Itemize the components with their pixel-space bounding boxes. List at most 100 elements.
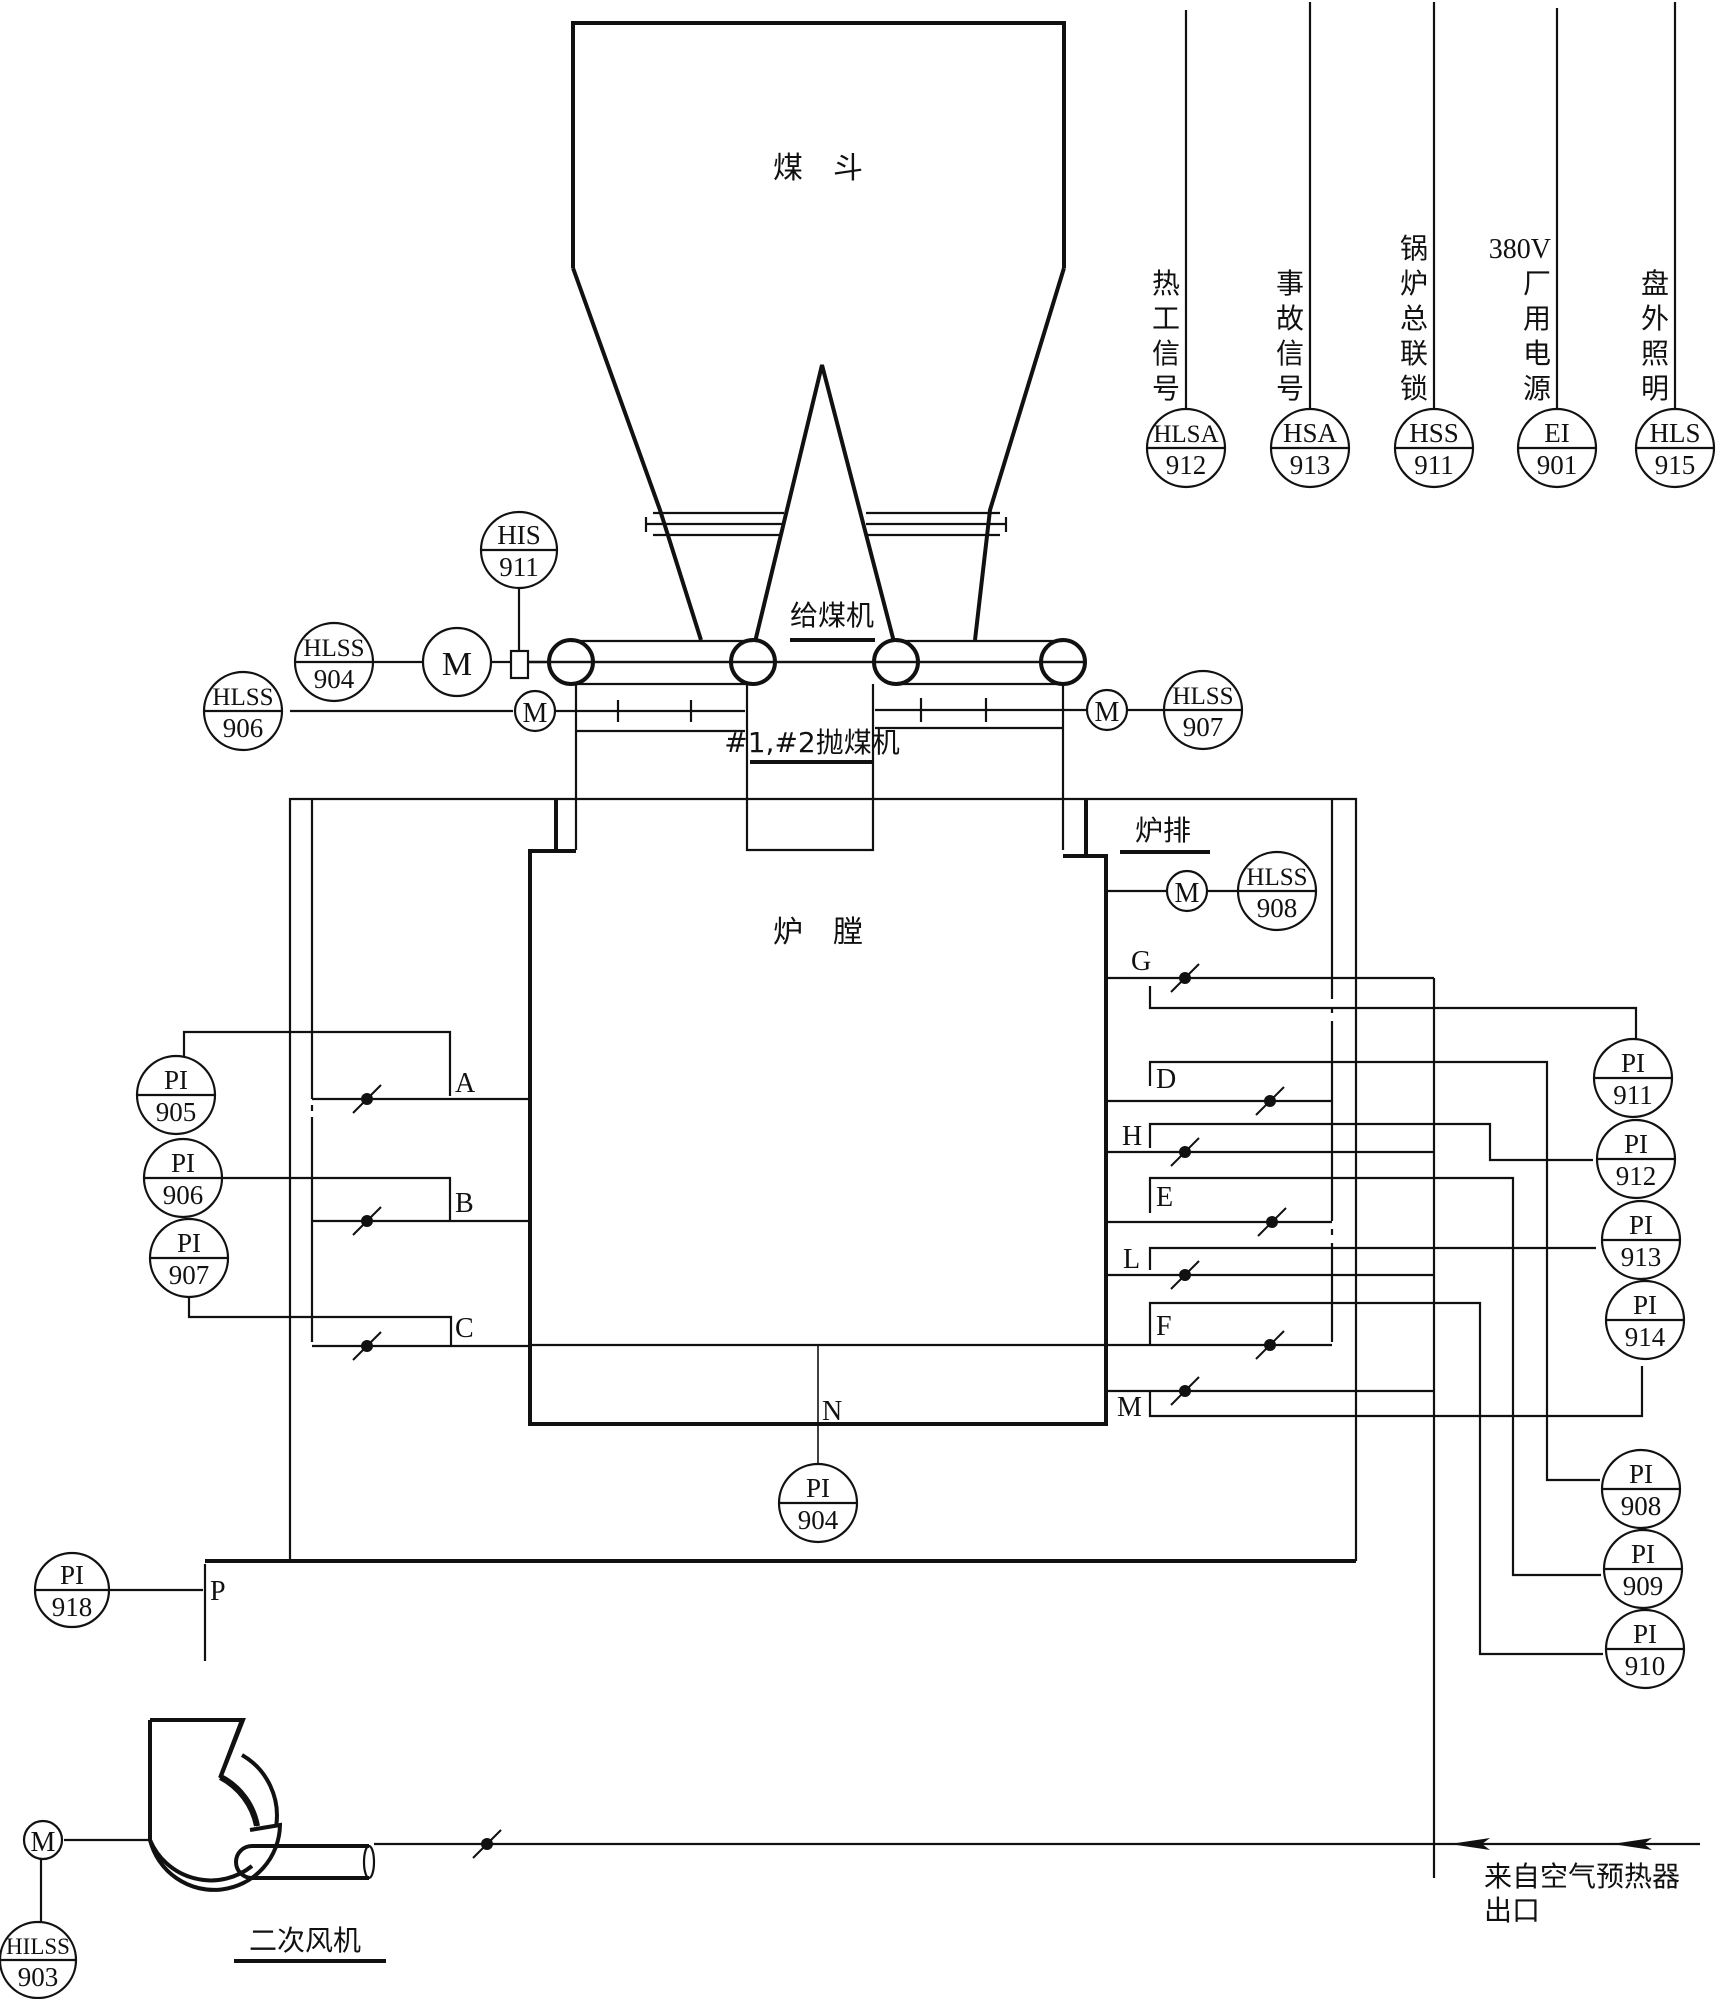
instrument-number: 918: [52, 1592, 93, 1622]
instrument-number: 911: [1414, 450, 1454, 480]
instrument-code: PI: [177, 1228, 201, 1258]
air-source-label-2: 出口: [1484, 1894, 1540, 1927]
signal-label-char: 总: [1400, 302, 1428, 335]
point-h: H: [1122, 1121, 1142, 1152]
instrument-number: 911: [1613, 1080, 1653, 1110]
secondary-fan-label: 二次风机: [249, 1924, 361, 1957]
motor-label: M: [31, 1827, 56, 1858]
instruments: HIS911HLSS904HLSS906HLSS907HLSS908HILSS9…: [0, 510, 1686, 1999]
instrument-code: HLSA: [1153, 421, 1218, 448]
damper-valve-icon[interactable]: [1170, 1376, 1200, 1406]
grate-label: 炉排: [1135, 814, 1191, 847]
instrument-number: 915: [1655, 450, 1696, 480]
motor-label: M: [1095, 697, 1120, 728]
point-m: M: [1117, 1392, 1142, 1423]
point-d: D: [1156, 1064, 1176, 1095]
damper-valve-icon[interactable]: [352, 1084, 382, 1114]
instrument-number: 908: [1257, 893, 1298, 923]
instrument-code: HLSS: [1172, 683, 1233, 710]
damper-valve-icon[interactable]: [1257, 1207, 1287, 1237]
signal-label-char: 锁: [1400, 372, 1428, 405]
instrument-number: 903: [18, 1962, 59, 1992]
coal-feeder-label: 给煤机: [790, 599, 874, 632]
instrument-number: 911: [499, 552, 539, 582]
instrument-code: HIS: [497, 520, 541, 550]
point-b: B: [455, 1188, 474, 1219]
hopper-left-taper: [571, 267, 703, 641]
signal-label-char: 明: [1641, 372, 1669, 405]
instrument-number: 905: [156, 1097, 197, 1127]
instrument-code: PI: [806, 1473, 830, 1503]
signal-label-char: 热: [1152, 267, 1180, 300]
motor-label: M: [442, 646, 472, 683]
damper-valve-icon[interactable]: [1170, 1260, 1200, 1290]
signal-label-char: 联: [1400, 337, 1428, 370]
signal-label-char: 故: [1276, 302, 1304, 335]
damper-valve-icon[interactable]: [1255, 1086, 1285, 1116]
instrument-number: 906: [223, 713, 264, 743]
instrument-code: PI: [1629, 1210, 1653, 1240]
right-air-taps: G D H E L F M: [1106, 946, 1644, 1878]
damper-valve-icon[interactable]: [1170, 963, 1200, 993]
instrument-code: PI: [171, 1148, 195, 1178]
hopper-right-flange: [866, 511, 1008, 537]
instrument-number: 909: [1623, 1571, 1664, 1601]
instrument-code: PI: [164, 1065, 188, 1095]
instrument-code: PI: [1621, 1048, 1645, 1078]
speed-sensor: [509, 649, 530, 680]
instrument-hilss903[interactable]: HILSS 903: [0, 1920, 78, 1999]
damper-valve-icon[interactable]: [1170, 1137, 1200, 1167]
instrument-code: HLSS: [212, 684, 273, 711]
point-g: G: [1131, 946, 1151, 977]
furnace: 炉 膛 炉排 M N: [528, 799, 1238, 1464]
instrument-code: HILSS: [6, 1934, 70, 1959]
instrument-number: 904: [798, 1505, 839, 1535]
instrument-code: HLSS: [303, 635, 364, 662]
signal-label-char: 源: [1523, 372, 1551, 405]
instrument-number: 906: [163, 1180, 204, 1210]
instrument-code: HSS: [1409, 418, 1459, 448]
signal-label-char: 锅: [1400, 232, 1428, 265]
instrument-number: 907: [169, 1260, 210, 1290]
damper-valve-icon[interactable]: [352, 1331, 382, 1361]
instrument-number: 907: [1183, 712, 1224, 742]
instrument-code: PI: [60, 1560, 84, 1590]
damper-valve-icon[interactable]: [352, 1206, 382, 1236]
right-spreader-drive: M: [1085, 688, 1164, 732]
point-c: C: [455, 1313, 474, 1344]
feeder-drive: M M: [290, 588, 557, 733]
instrument-code: HLSS: [1246, 864, 1307, 891]
left-air-taps: A B C: [182, 1030, 530, 1348]
point-p: P: [210, 1576, 226, 1607]
instrument-number: 912: [1166, 450, 1207, 480]
signal-label-char: 外: [1641, 302, 1669, 335]
damper-valve-icon[interactable]: [1255, 1330, 1285, 1360]
signal-label-char: 事: [1276, 267, 1304, 300]
